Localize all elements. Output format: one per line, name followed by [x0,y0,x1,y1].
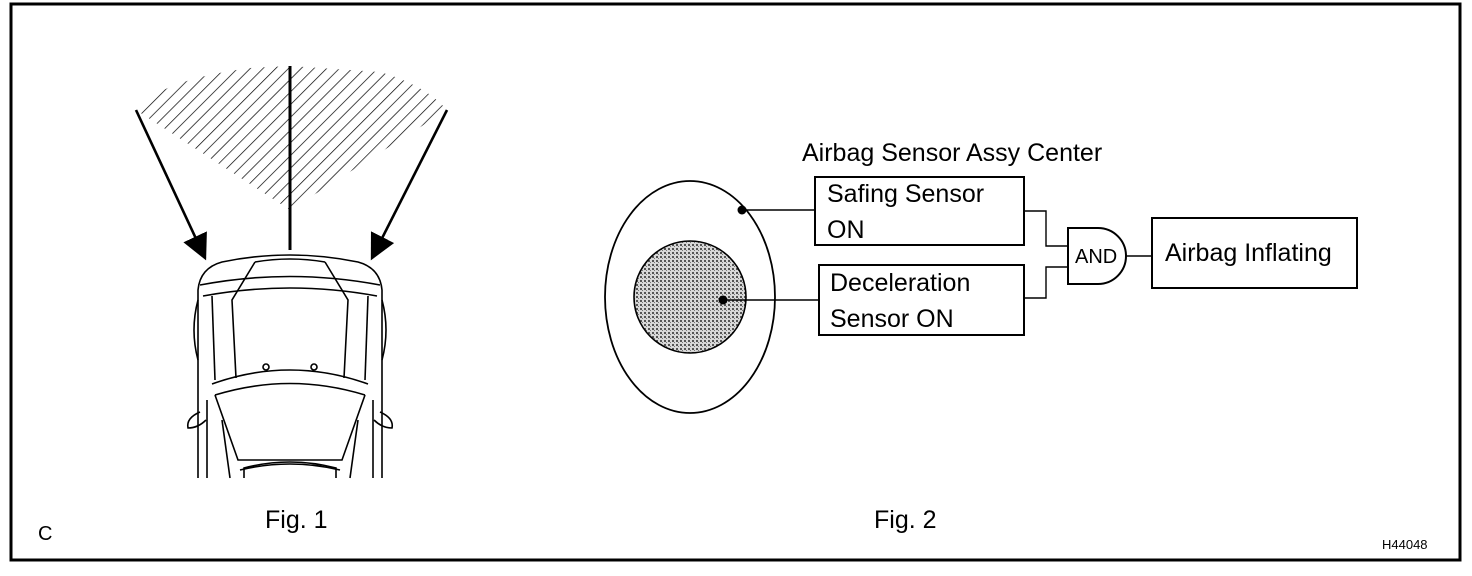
and-gate-shape [1067,227,1127,285]
airbag-inflating-box [1151,217,1358,289]
decel-sensor-label-line2: Sensor ON [830,305,954,333]
decel-sensor-label-line1: Deceleration [830,269,971,297]
figure-code: H44048 [1382,537,1428,552]
figure-corner-label: C [38,523,53,545]
outer-border [9,2,1462,562]
fig2-caption: Fig. 2 [874,506,937,534]
fig1-caption: Fig. 1 [265,506,328,534]
fig1-illustration [134,66,449,479]
impact-arrow-left [134,109,207,261]
impact-arrow-right [370,109,449,261]
fig2-diagram [604,176,1358,414]
safing-sensor-label-line2: ON [827,216,865,244]
safing-sensor-label-line1: Safing Sensor [827,180,985,208]
sensor-assy-oval [604,180,776,414]
sensor-assy-title: Airbag Sensor Assy Center [802,139,1103,167]
deceleration-mass [633,240,747,354]
and-gate-label: AND [1075,246,1118,268]
airbag-inflating-label: Airbag Inflating [1165,239,1332,267]
car-top-view [186,254,394,479]
